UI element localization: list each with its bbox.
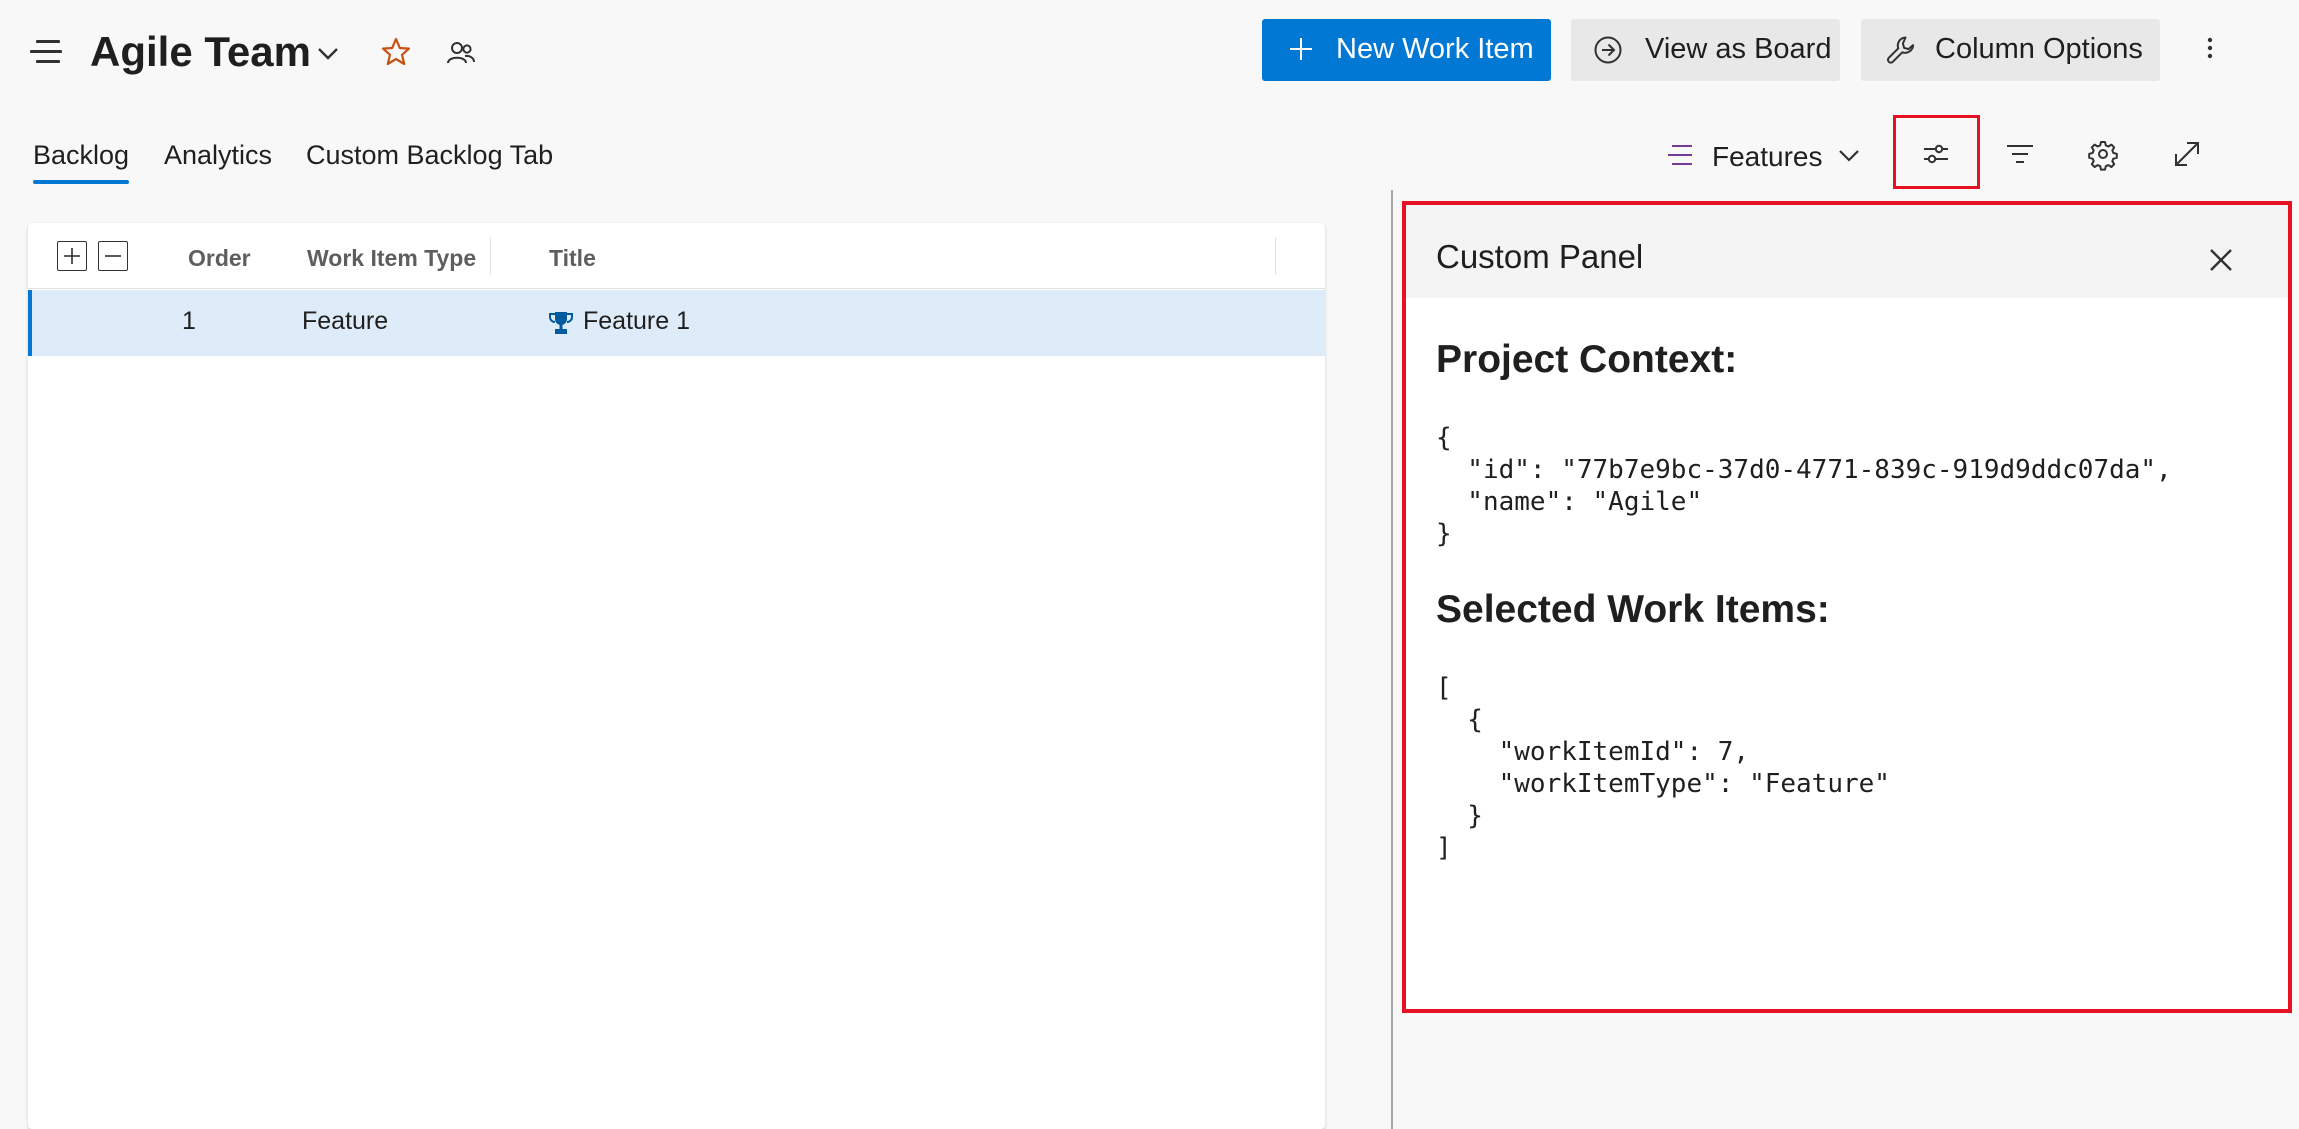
active-tab-indicator	[33, 180, 129, 184]
arrow-circle-right-icon	[1594, 36, 1622, 64]
column-divider[interactable]	[490, 237, 491, 275]
wrench-icon	[1886, 36, 1915, 64]
plus-icon	[64, 248, 80, 264]
plus-icon	[1290, 38, 1312, 60]
team-members-icon[interactable]	[446, 38, 476, 68]
selected-work-items-heading: Selected Work Items:	[1436, 588, 1830, 631]
trophy-icon	[549, 312, 573, 334]
chevron-down-icon[interactable]	[313, 38, 343, 68]
column-header-work-item-type[interactable]: Work Item Type	[307, 245, 477, 271]
new-work-item-label: New Work Item	[1336, 33, 1534, 65]
table-row[interactable]: 1 Feature Feature 1	[28, 290, 1325, 356]
new-work-item-button[interactable]: New Work Item	[1262, 19, 1551, 81]
tab-custom-backlog[interactable]: Custom Backlog Tab	[306, 140, 554, 170]
filter-icon[interactable]	[2002, 136, 2038, 172]
column-header-order[interactable]: Order	[188, 245, 251, 271]
hamburger-icon[interactable]	[30, 36, 66, 68]
tab-backlog[interactable]: Backlog	[33, 140, 130, 170]
view-options-icon[interactable]	[1918, 136, 1954, 172]
tab-analytics[interactable]: Analytics	[164, 140, 273, 170]
backlog-grid: Order Work Item Type Title 1 Feature Fea…	[28, 223, 1325, 1129]
grid-header: Order Work Item Type Title	[28, 223, 1325, 289]
chevron-down-icon[interactable]	[1834, 140, 1864, 170]
project-context-heading: Project Context:	[1436, 338, 1738, 381]
highlight-box-view-options	[1893, 115, 1980, 189]
page-title: Agile Team	[90, 28, 311, 75]
selected-work-items-json: [ { "workItemId": 7, "workItemType": "Fe…	[1436, 673, 1890, 863]
collapse-all-button[interactable]	[98, 241, 128, 271]
custom-panel: Custom Panel Project Context: { "id": "7…	[1402, 201, 2292, 1013]
panel-title: Custom Panel	[1436, 238, 1644, 275]
view-as-board-button[interactable]: View as Board	[1571, 19, 1840, 81]
backlog-level-picker[interactable]: Features	[1712, 141, 1823, 172]
close-icon[interactable]	[2206, 245, 2236, 275]
backlog-level-icon	[1668, 145, 1692, 165]
minus-icon	[105, 255, 121, 257]
gear-icon[interactable]	[2085, 136, 2121, 172]
column-divider[interactable]	[1275, 237, 1276, 275]
view-as-board-label: View as Board	[1645, 33, 1832, 65]
cell-title-link[interactable]: Feature 1	[583, 307, 691, 335]
star-icon[interactable]	[380, 36, 412, 68]
more-vertical-icon[interactable]	[2194, 30, 2226, 66]
expand-icon[interactable]	[2169, 136, 2205, 172]
page-header: Agile Team New Work Item Vi	[0, 0, 2299, 104]
column-header-title[interactable]: Title	[549, 245, 596, 271]
panel-header: Custom Panel	[1406, 205, 2288, 298]
cell-work-item-type: Feature	[302, 307, 389, 335]
project-context-json: { "id": "77b7e9bc-37d0-4771-839c-919d9dd…	[1436, 423, 2172, 549]
cell-order: 1	[182, 307, 196, 335]
expand-all-button[interactable]	[57, 241, 87, 271]
column-options-button[interactable]: Column Options	[1861, 19, 2160, 81]
column-options-label: Column Options	[1935, 33, 2143, 65]
panel-splitter[interactable]	[1391, 190, 1393, 1129]
